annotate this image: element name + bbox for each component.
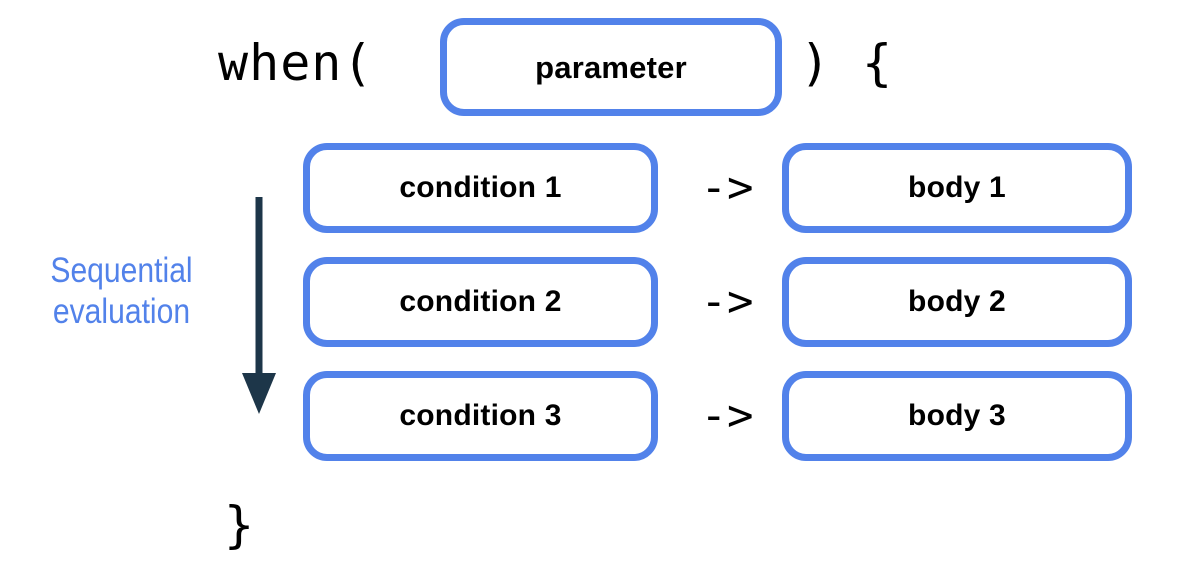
parameter-box-label: parameter [535, 49, 687, 85]
condition-box-2-label: condition 2 [399, 285, 562, 318]
condition-box-1-label: condition 1 [399, 171, 562, 204]
sequential-evaluation-line-1: Sequential [50, 251, 193, 290]
body-box-1-label: body 1 [908, 171, 1006, 204]
condition-box-3-label: condition 3 [399, 399, 562, 432]
sequential-evaluation-arrow-icon [242, 197, 276, 414]
condition-box-3[interactable]: condition 3 [303, 371, 658, 461]
close-paren-text: ) [800, 34, 831, 92]
close-brace-text: } [224, 496, 255, 554]
body-box-2[interactable]: body 2 [782, 257, 1132, 347]
open-brace-text: { [862, 34, 893, 92]
parameter-box[interactable]: parameter [440, 18, 782, 116]
body-box-2-label: body 2 [908, 285, 1006, 318]
arrow-operator-3: -> [700, 390, 754, 441]
sequential-evaluation-line-2: evaluation [52, 292, 191, 332]
condition-box-2[interactable]: condition 2 [303, 257, 658, 347]
body-box-1[interactable]: body 1 [782, 143, 1132, 233]
condition-box-1[interactable]: condition 1 [303, 143, 658, 233]
body-box-3-label: body 3 [908, 399, 1006, 432]
sequential-evaluation-label: Sequential evaluation [29, 250, 214, 333]
arrow-operator-1: -> [700, 162, 754, 213]
when-keyword-text: when( [218, 34, 374, 92]
body-box-3[interactable]: body 3 [782, 371, 1132, 461]
arrow-operator-2: -> [700, 276, 754, 327]
